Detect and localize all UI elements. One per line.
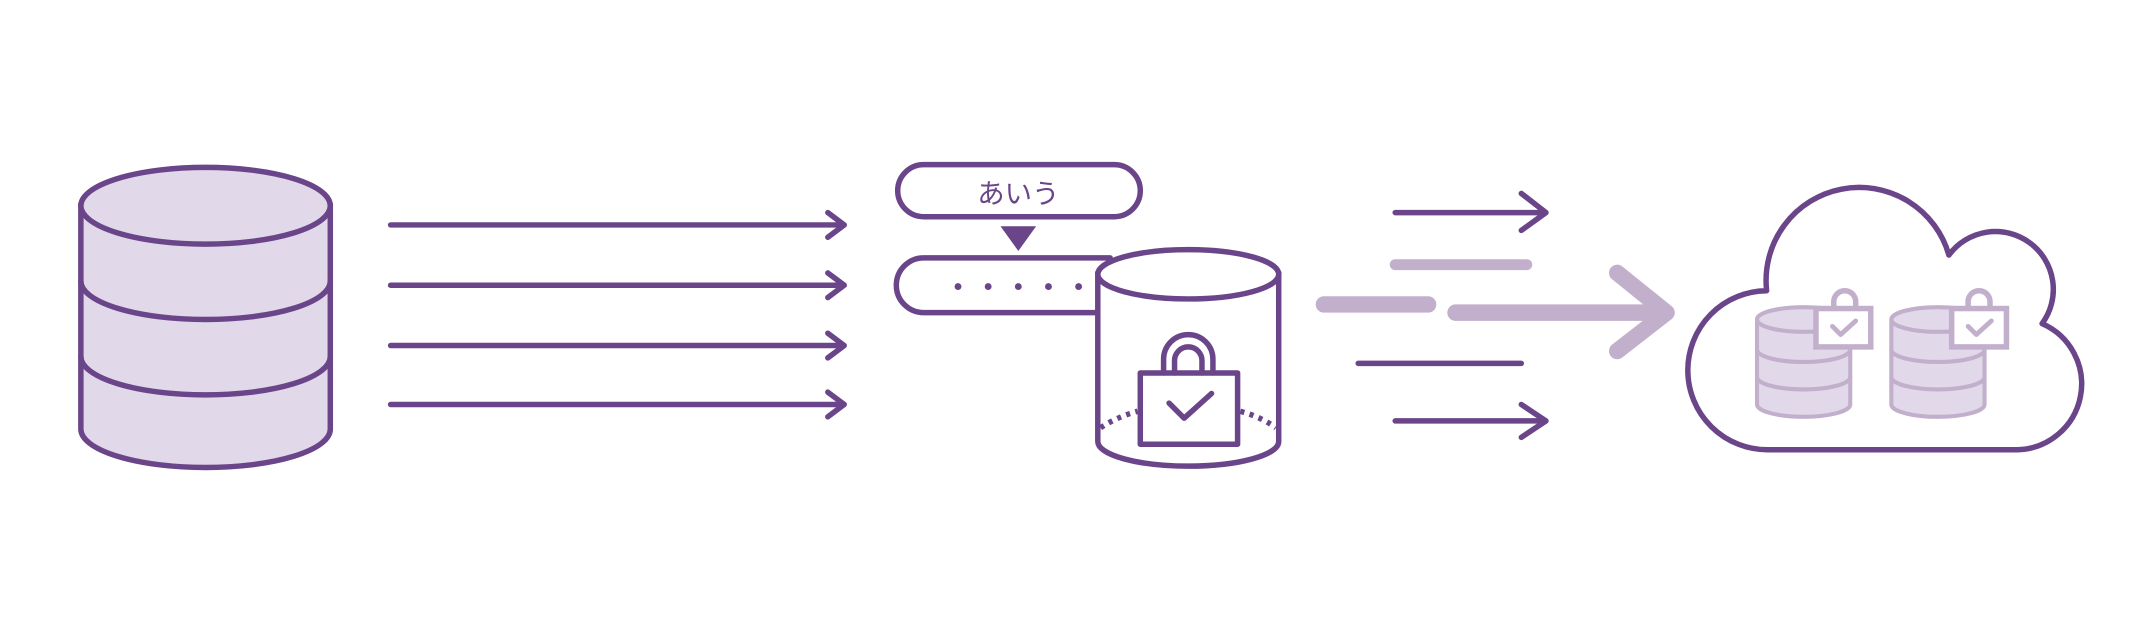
arrow-icon bbox=[387, 389, 847, 420]
encrypted-database-icon bbox=[1754, 288, 1874, 419]
input-arrows bbox=[387, 209, 847, 420]
database-icon bbox=[78, 164, 334, 471]
arrow-icon bbox=[387, 270, 847, 301]
output-arrows bbox=[1315, 190, 1675, 441]
arrow-icon bbox=[387, 330, 847, 361]
encrypted-database-icon bbox=[1095, 246, 1282, 469]
big-arrow-icon bbox=[1447, 264, 1675, 360]
lock-check-icon bbox=[1137, 331, 1241, 447]
plaintext-field-text: あいう bbox=[977, 179, 1059, 210]
arrow-icon bbox=[1392, 190, 1549, 234]
masked-field bbox=[893, 255, 1113, 316]
mask-dots bbox=[954, 283, 1083, 291]
encryption-step: あいう bbox=[893, 161, 1282, 469]
down-triangle-icon bbox=[1000, 226, 1037, 251]
cloud-icon bbox=[1685, 184, 2085, 453]
encrypted-database-icon bbox=[1889, 288, 2010, 419]
arrow-icon bbox=[1392, 401, 1549, 441]
plaintext-field bbox=[894, 161, 1144, 220]
arrow-icon bbox=[387, 209, 847, 241]
